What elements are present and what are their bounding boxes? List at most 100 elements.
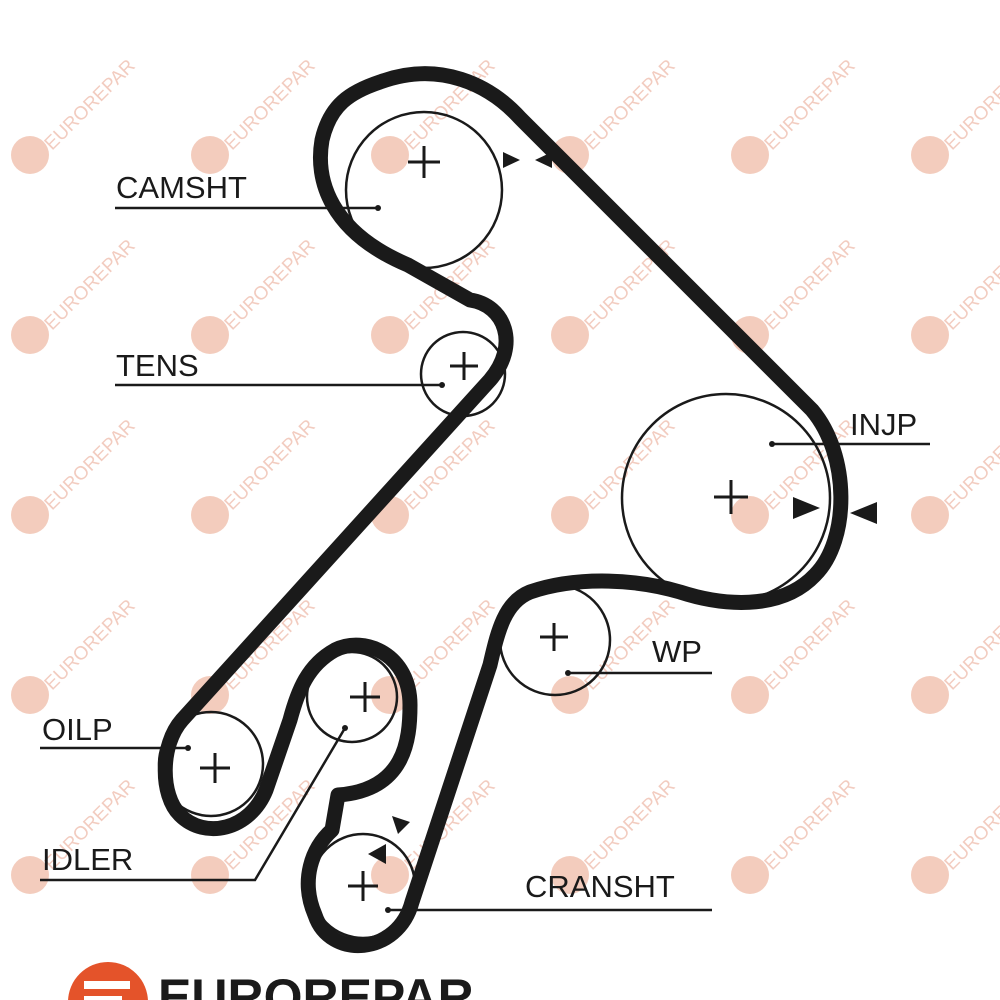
water-pump-leader-dot [565, 670, 571, 676]
watermark-text: EUROREPAR [941, 596, 1000, 695]
watermark-logo: EUROREPAR [911, 596, 1000, 714]
watermark-text: EUROREPAR [41, 596, 140, 695]
injection-pump-leader-dot [769, 441, 775, 447]
watermark-text: EUROREPAR [761, 56, 860, 155]
watermark-logo: EUROREPAR [191, 236, 320, 354]
watermark-logo-icon [11, 316, 49, 354]
watermark-logo: EUROREPAR [911, 236, 1000, 354]
watermark-logo: EUROREPAR [911, 56, 1000, 174]
timing-belt [157, 66, 849, 953]
watermark-logo-icon [371, 676, 409, 714]
watermark-logo: EUROREPAR [191, 56, 320, 174]
watermark-logo-icon [191, 316, 229, 354]
timing-marks [368, 152, 877, 864]
watermark-logo: EUROREPAR [911, 776, 1000, 894]
idler-center-cross-icon [350, 682, 380, 712]
leader-dots [185, 205, 775, 913]
watermark-logo: EUROREPAR [731, 776, 860, 894]
camshaft-label: CAMSHT [116, 170, 247, 205]
watermark-text: EUROREPAR [761, 236, 860, 335]
watermark-text: EUROREPAR [221, 56, 320, 155]
leader-lines [40, 206, 930, 912]
watermark-logo-icon [911, 496, 949, 534]
watermark-text: EUROREPAR [941, 236, 1000, 335]
brand-wordmark: EUROREPAR [158, 969, 474, 1000]
watermark-logo-icon [551, 856, 589, 894]
watermark-logo-icon [191, 136, 229, 174]
watermark-text: EUROREPAR [581, 776, 680, 875]
watermark-text: EUROREPAR [941, 776, 1000, 875]
watermark-logo: EUROREPAR [11, 236, 140, 354]
watermark-logo-icon [911, 856, 949, 894]
watermark-text: EUROREPAR [221, 236, 320, 335]
watermark-text: EUROREPAR [761, 596, 860, 695]
oil-pump-leader-dot [185, 745, 191, 751]
idler-leader-line [40, 727, 347, 882]
brand-logo: EUROREPAR [68, 962, 474, 1000]
watermark-logo-icon [911, 316, 949, 354]
injection-pump-center-cross-icon [714, 480, 748, 514]
watermark-logo: EUROREPAR [551, 56, 680, 174]
watermark-text: EUROREPAR [41, 56, 140, 155]
watermark-text: EUROREPAR [581, 416, 680, 515]
watermark-logo-icon [911, 676, 949, 714]
watermark-logo-icon [371, 136, 409, 174]
watermark-text: EUROREPAR [761, 776, 860, 875]
oil-pump-center-cross-icon [200, 753, 230, 783]
crankshaft-center-cross-icon [348, 871, 378, 901]
water-pump-center-cross-icon [540, 623, 568, 651]
watermark-logo-icon [11, 856, 49, 894]
crankshaft-timing-mark-icon [392, 816, 410, 834]
watermark-logo-icon [731, 496, 769, 534]
tensioner-center-cross-icon [450, 352, 478, 380]
watermark-logo: EUROREPAR [11, 56, 140, 174]
watermark-text: EUROREPAR [581, 236, 680, 335]
camshaft-timing-mark-icon [503, 152, 520, 168]
watermark-logo-icon [551, 316, 589, 354]
injection-pump-label: INJP [850, 407, 917, 442]
watermark-logo-icon [731, 136, 769, 174]
watermark-logo-icon [371, 316, 409, 354]
watermark-text: EUROREPAR [41, 236, 140, 335]
watermark-logo-icon [11, 496, 49, 534]
watermark-text: EUROREPAR [941, 56, 1000, 155]
water-pump-label: WP [652, 634, 702, 669]
injection-pump-timing-mark-icon [793, 497, 820, 519]
watermark-text: EUROREPAR [221, 416, 320, 515]
center-marks [200, 146, 748, 901]
crankshaft-label: CRANSHT [525, 869, 675, 904]
watermark-logo-icon [191, 496, 229, 534]
watermark-logo-icon [731, 676, 769, 714]
camshaft-timing-mark-icon [535, 152, 552, 168]
oil-pump-label: OILP [42, 712, 113, 747]
watermark-logo-icon [11, 136, 49, 174]
tensioner-label: TENS [116, 348, 199, 383]
camshaft-center-cross-icon [408, 146, 440, 178]
watermark-text: EUROREPAR [41, 416, 140, 515]
idler-leader-dot [342, 725, 348, 731]
tensioner-leader-dot [439, 382, 445, 388]
watermark-logo: EUROREPAR [731, 56, 860, 174]
crankshaft-timing-mark-icon [368, 844, 386, 864]
watermark-logo-icon [731, 856, 769, 894]
watermark-logo: EUROREPAR [731, 596, 860, 714]
watermark-logo-icon [911, 136, 949, 174]
watermark-logo: EUROREPAR [11, 416, 140, 534]
watermark-logo-icon [11, 676, 49, 714]
watermark-logo: EUROREPAR [731, 236, 860, 354]
crankshaft-leader-dot [385, 907, 391, 913]
injection-pump-timing-mark-icon [850, 502, 877, 524]
watermark-logo: EUROREPAR [551, 416, 680, 534]
watermark-logo: EUROREPAR [191, 416, 320, 534]
watermark-logo-icon [551, 496, 589, 534]
watermark-logo: EUROREPAR [911, 416, 1000, 534]
camshaft-leader-dot [375, 205, 381, 211]
watermark-logo-icon [371, 856, 409, 894]
watermark-logo-icon [551, 676, 589, 714]
watermark-logo: EUROREPAR [11, 596, 140, 714]
idler-label: IDLER [42, 842, 133, 877]
watermark-text: EUROREPAR [581, 56, 680, 155]
watermark-text: EUROREPAR [941, 416, 1000, 515]
watermark-logo-icon [191, 856, 229, 894]
